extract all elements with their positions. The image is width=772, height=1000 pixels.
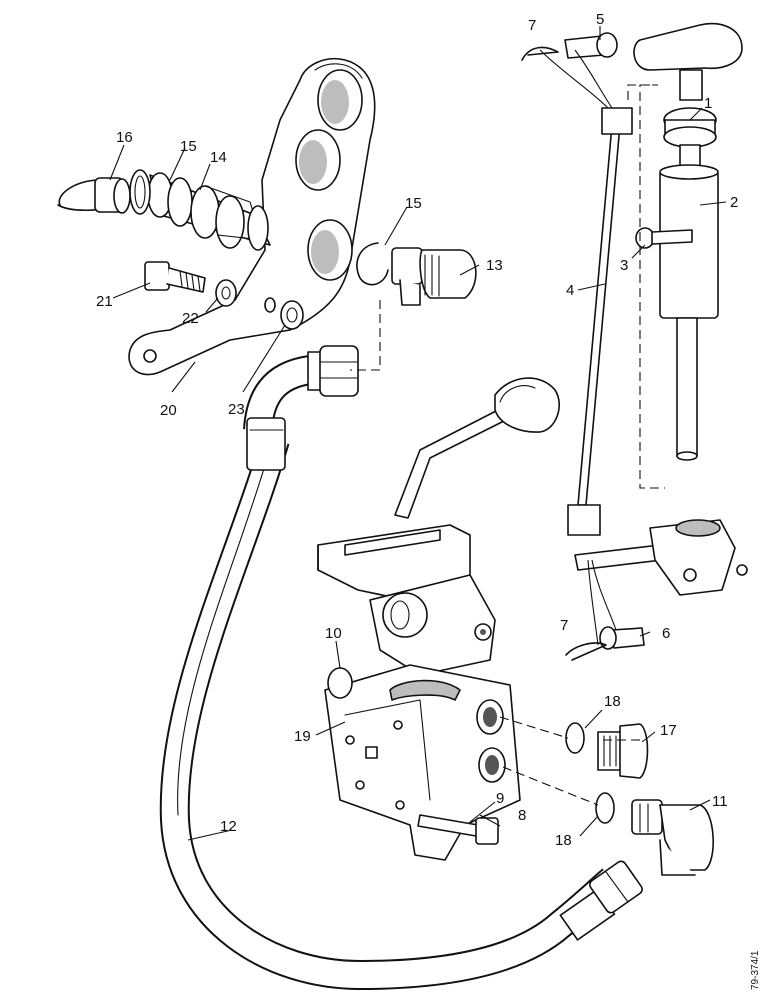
clevis-pin-6 — [599, 626, 645, 650]
elbow-13 — [391, 247, 477, 306]
assembly-lines — [350, 84, 665, 806]
callout-9: 9 — [496, 790, 504, 807]
pivot-arm — [574, 519, 748, 596]
grease-nipple-16 — [57, 177, 131, 214]
callout-12: 12 — [220, 818, 237, 835]
callout-3: 3 — [620, 257, 628, 274]
callout-7-top: 7 — [528, 17, 536, 34]
drawing-reference: 79-374/1 — [750, 950, 761, 990]
bolt-21 — [144, 261, 206, 293]
valve-block-19 — [324, 664, 521, 861]
seal-18-top — [565, 722, 585, 754]
clevis-pin-5 — [564, 32, 618, 59]
callout-11: 11 — [712, 793, 728, 810]
callout-8: 8 — [518, 807, 526, 824]
circlip-15-right — [356, 242, 389, 286]
sleeve-2 — [659, 144, 719, 461]
valve-upper — [369, 574, 496, 676]
callout-labels: 1 2 3 4 5 6 7 7 8 9 10 11 12 13 14 15 15… — [96, 11, 738, 849]
callout-20: 20 — [160, 402, 177, 419]
callout-5: 5 — [596, 11, 604, 28]
bracket-20 — [128, 58, 376, 376]
adaptor-17 — [597, 723, 649, 779]
hose-12 — [159, 345, 643, 991]
callout-14: 14 — [210, 149, 227, 166]
callout-16: 16 — [116, 129, 133, 146]
callout-6: 6 — [662, 625, 670, 642]
elbow-11 — [631, 799, 714, 876]
washer-23 — [280, 300, 304, 330]
rod-4 — [567, 107, 633, 536]
callout-4: 4 — [566, 282, 574, 299]
hose-bottom-nut — [559, 860, 643, 941]
leader-lines — [109, 26, 727, 841]
bolt-8 — [417, 814, 499, 845]
callout-22: 22 — [182, 310, 199, 327]
callout-15-right: 15 — [405, 195, 422, 212]
callout-19: 19 — [294, 728, 311, 745]
pin-14 — [147, 172, 271, 251]
callout-2: 2 — [730, 194, 738, 211]
callout-23: 23 — [228, 401, 245, 418]
callout-15-left: 15 — [180, 138, 197, 155]
callout-10: 10 — [325, 625, 342, 642]
washer-22 — [215, 279, 237, 307]
callout-18-bottom: 18 — [555, 832, 572, 849]
callout-1: 1 — [704, 95, 712, 112]
hose-top-nut — [307, 345, 359, 397]
callout-21: 21 — [96, 293, 113, 310]
callout-17: 17 — [660, 722, 677, 739]
callout-7-bottom: 7 — [560, 617, 568, 634]
t-handle-1 — [633, 22, 743, 148]
callout-13: 13 — [486, 257, 503, 274]
lever-handle — [394, 377, 560, 519]
spring-clip-7-bottom — [565, 642, 607, 661]
oring-10 — [327, 667, 353, 699]
screw-3 — [635, 227, 693, 249]
callout-18-top: 18 — [604, 693, 621, 710]
spring-clip-7-top — [521, 46, 559, 61]
seal-18-bottom — [595, 792, 615, 824]
circlip-15-left — [129, 169, 151, 215]
